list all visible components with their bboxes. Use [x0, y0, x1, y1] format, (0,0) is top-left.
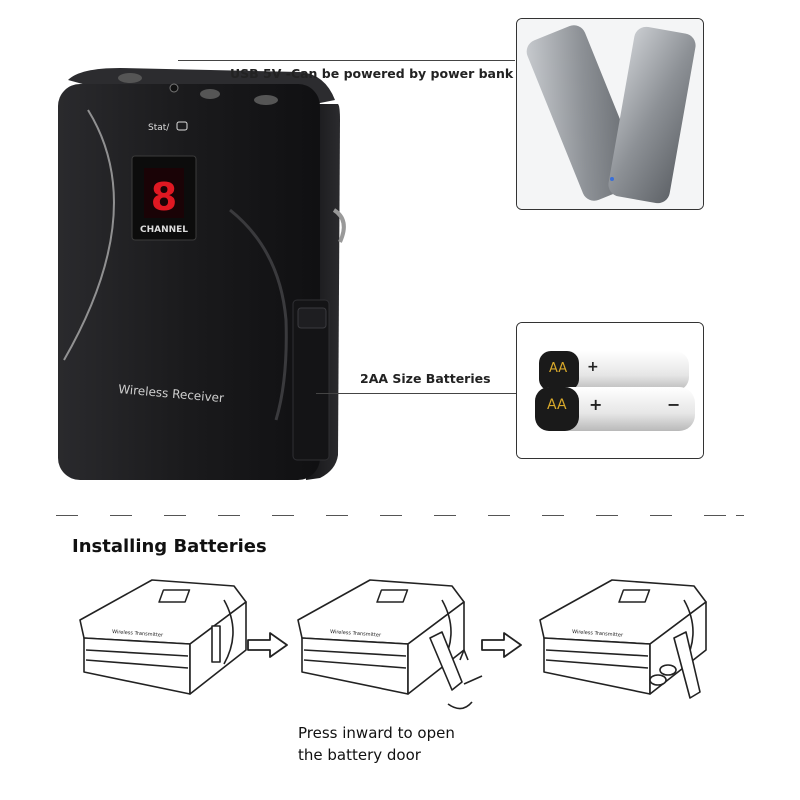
battery-front-aa-label: AA: [547, 397, 567, 413]
battery-leader-line: [316, 393, 516, 394]
installing-batteries-heading: Installing Batteries: [72, 536, 267, 557]
step-arrow-2-icon: [481, 632, 522, 658]
caption-line-1: Press inward to open: [298, 724, 455, 742]
step3-transmitter-label: Wireless Transmitter: [572, 629, 624, 639]
channel-digit: 8: [151, 175, 177, 219]
battery-front-minus: −: [667, 395, 681, 414]
battery-back-aa-label: AA: [549, 361, 568, 376]
wireless-receiver-device: Stat/ 8 CHANNEL Wireless Receiver: [58, 68, 346, 480]
battery-callout: 2AA Size Batteries: [360, 371, 491, 386]
power-bank-photo: [516, 18, 704, 210]
usb-callout: USB 5V -Can be powered by power bank: [230, 66, 514, 81]
install-step-1-illustration: Wireless Transmitter: [79, 579, 247, 695]
install-step-2-illustration: Wireless Transmitter: [297, 579, 483, 710]
step2-transmitter-label: Wireless Transmitter: [330, 629, 382, 639]
usb-leader-line: [178, 60, 515, 61]
battery-front-plus: +: [589, 395, 603, 414]
step-arrow-1-icon: [247, 632, 288, 658]
step1-transmitter-label: Wireless Transmitter: [112, 629, 164, 639]
channel-label: CHANNEL: [140, 225, 188, 235]
install-step-3-illustration: Wireless Transmitter: [539, 579, 707, 699]
stat-label: Stat/: [148, 123, 170, 133]
battery-door-caption: Press inward to open the battery door: [298, 722, 455, 766]
caption-line-2: the battery door: [298, 746, 421, 764]
aa-batteries-photo: AA + AA + −: [516, 322, 704, 459]
battery-back-plus: +: [587, 359, 599, 375]
